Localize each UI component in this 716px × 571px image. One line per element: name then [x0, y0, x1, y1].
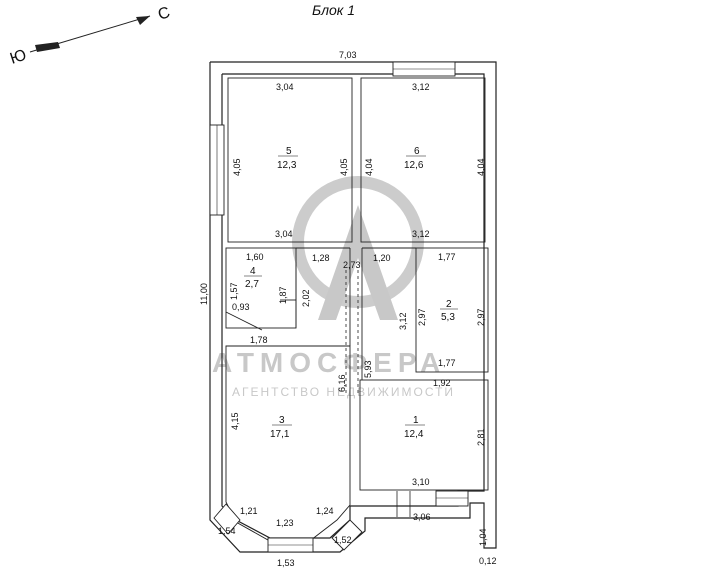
- room-2-area: 5,3: [441, 312, 455, 323]
- watermark-brand: АТМОСФЕРА: [212, 347, 446, 378]
- dim-porch-thickness: 0,12: [479, 556, 497, 566]
- room-6: [360, 77, 486, 243]
- dim-r2-left2: 2,97: [417, 308, 427, 326]
- dim-corridor-b: 5,93: [363, 360, 373, 378]
- dim-bay-6: 1,52: [334, 535, 352, 545]
- room-labels: 5 12,3 6 12,6 4 2,7 2 5,3 3 17,1 1 12,4: [244, 146, 458, 440]
- dim-r6-top: 3,12: [412, 82, 430, 92]
- dim-r5-bottom: 3,04: [275, 229, 293, 239]
- room-3-number: 3: [279, 415, 285, 426]
- room-5-area: 12,3: [277, 160, 297, 171]
- room-1: [359, 379, 489, 491]
- dim-r1-bottom: 3,10: [412, 477, 430, 487]
- dim-corridor: 2,73: [343, 260, 361, 270]
- room-1-area: 12,4: [404, 429, 424, 440]
- dim-r4-inner1: 1,87: [278, 286, 288, 304]
- dim-r5-left: 4,05: [232, 158, 242, 176]
- dim-r1-right: 2,81: [476, 428, 486, 446]
- room-6-area: 12,6: [404, 160, 424, 171]
- dim-bay-5: 1,53: [277, 558, 295, 568]
- dim-door-left: 1,28: [312, 253, 330, 263]
- dim-porch-width: 3,06: [413, 512, 431, 522]
- dim-corridor-a: 6,16: [337, 374, 347, 392]
- plan-title: Блок 1: [312, 2, 355, 18]
- room-2-number: 2: [446, 299, 452, 310]
- room-1-number: 1: [413, 415, 419, 426]
- dim-r6-bottom: 3,12: [412, 229, 430, 239]
- corridor: [225, 247, 416, 395]
- dim-r2-top: 1,77: [438, 252, 456, 262]
- dim-porch-height: 1,04: [478, 528, 488, 546]
- dim-r4-left: 1,57: [229, 282, 239, 300]
- windows: [209, 61, 469, 553]
- compass: С Ю: [8, 4, 172, 68]
- room-4-number: 4: [250, 266, 256, 277]
- room-6-number: 6: [414, 146, 420, 157]
- dimensions: 7,03 11,00 3,04 4,05 4,05 3,04 3,12 4,04…: [199, 50, 497, 568]
- room-3-area: 17,1: [270, 429, 290, 440]
- dim-r2-right: 2,97: [476, 308, 486, 326]
- room-2: [415, 247, 489, 373]
- dim-r3-top: 1,78: [250, 335, 268, 345]
- watermark: АТМОСФЕРА АГЕНТСТВО НЕДВИЖИМОСТИ: [212, 176, 455, 399]
- dim-r2-left1: 3,12: [398, 312, 408, 330]
- room-5: [227, 77, 353, 243]
- dim-overall-height: 11,00: [199, 283, 209, 305]
- compass-north: С: [156, 4, 172, 24]
- dim-bay-2: 1,23: [276, 518, 294, 528]
- dim-r5-right: 4,05: [339, 158, 349, 176]
- dim-r3-left: 4,15: [230, 412, 240, 430]
- dim-r6-left: 4,04: [364, 158, 374, 176]
- dim-door-right: 1,20: [373, 253, 391, 263]
- room-5-number: 5: [286, 146, 292, 157]
- dim-overall-width: 7,03: [339, 50, 357, 60]
- dim-r4-inner2: 2,02: [301, 289, 311, 307]
- dim-bay-4: 1,54: [218, 526, 236, 536]
- watermark-tagline: АГЕНТСТВО НЕДВИЖИМОСТИ: [232, 385, 455, 399]
- dim-r1-top: 1,92: [433, 378, 451, 388]
- dim-r4-bottom: 0,93: [232, 302, 250, 312]
- dim-r6-right: 4,04: [476, 158, 486, 176]
- dim-r2-bottom: 1,77: [438, 358, 456, 368]
- dim-bay-3: 1,24: [316, 506, 334, 516]
- dim-bay-1: 1,21: [240, 506, 258, 516]
- room-4-area: 2,7: [245, 279, 259, 290]
- compass-south: Ю: [8, 47, 29, 68]
- dim-r4-top: 1,60: [246, 252, 264, 262]
- dim-r5-top: 3,04: [276, 82, 294, 92]
- compass-arrow-icon: [136, 16, 150, 25]
